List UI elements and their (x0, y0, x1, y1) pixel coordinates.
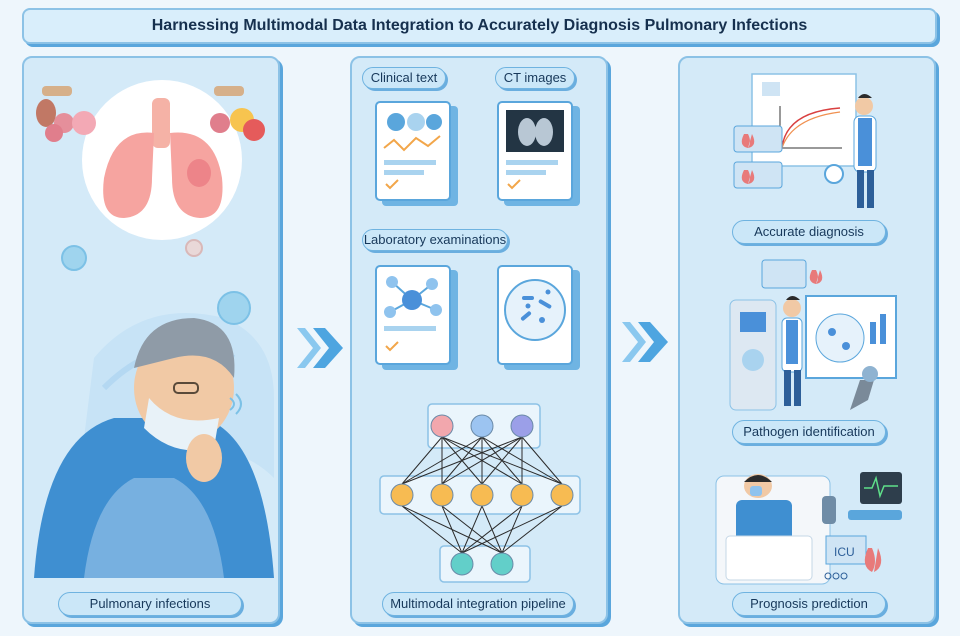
clinical-text-label: Clinical text (362, 67, 446, 89)
lab-document-icon (375, 265, 458, 370)
pulmonary-infections-label: Pulmonary infections (58, 592, 242, 616)
output-node (450, 552, 474, 576)
alveoli-icon (36, 86, 96, 142)
hidden-node (550, 483, 574, 507)
prognosis-prediction-label: Prognosis prediction (732, 592, 886, 616)
arrow-icon (622, 322, 668, 362)
pathogen-illustration (729, 259, 897, 411)
diagnosis-illustration (733, 73, 877, 208)
accurate-diagnosis-text: Accurate diagnosis (754, 224, 864, 239)
ct-images-label: CT images (495, 67, 575, 89)
network-edge (441, 436, 523, 485)
lab-exams-label: Laboratory examinations (362, 229, 508, 251)
title-bar: Harnessing Multimodal Data Integration t… (22, 8, 937, 44)
network-edge (461, 505, 483, 554)
network-edge (521, 436, 563, 485)
clinical-text-text: Clinical text (370, 70, 438, 85)
network-edge (461, 505, 563, 554)
network-edge (401, 505, 463, 554)
network-edge (401, 436, 483, 485)
hidden-node (510, 483, 534, 507)
network-edge (461, 505, 523, 554)
hidden-node (390, 483, 414, 507)
network-edge (401, 436, 523, 485)
network-edge (441, 505, 463, 554)
prognosis-prediction-text: Prognosis prediction (750, 596, 868, 611)
pathogen-identification-label: Pathogen identification (732, 420, 886, 444)
network-edge (481, 436, 523, 485)
accurate-diagnosis-label: Accurate diagnosis (732, 220, 886, 244)
hidden-node (470, 483, 494, 507)
input-node (470, 414, 494, 438)
arrow-icon (297, 328, 343, 368)
lungs-icon (103, 98, 223, 218)
microscope-view-icon (497, 265, 580, 370)
network-edge (501, 505, 563, 554)
prognosis-illustration: ICU (715, 472, 902, 585)
patient-figure (34, 318, 274, 578)
clinical-document-icon (375, 101, 458, 206)
pulmonary-infections-text: Pulmonary infections (89, 596, 211, 611)
input-node (430, 414, 454, 438)
network-diagram (379, 403, 581, 583)
input-node (510, 414, 534, 438)
pathogen-identification-text: Pathogen identification (743, 424, 875, 439)
left-illustration (34, 80, 274, 578)
pipeline-text: Multimodal integration pipeline (390, 596, 566, 611)
virus-icon (61, 239, 251, 325)
pipeline-label: Multimodal integration pipeline (382, 592, 574, 616)
output-node (490, 552, 514, 576)
page-title: Harnessing Multimodal Data Integration t… (151, 17, 808, 34)
hidden-node (430, 483, 454, 507)
network-edge (401, 436, 443, 485)
ct-images-text: CT images (503, 70, 567, 85)
ct-document-icon (497, 101, 580, 206)
infected-alveoli-icon (210, 86, 265, 141)
icu-text: ICU (834, 545, 855, 559)
lab-exams-text: Laboratory examinations (363, 232, 507, 247)
